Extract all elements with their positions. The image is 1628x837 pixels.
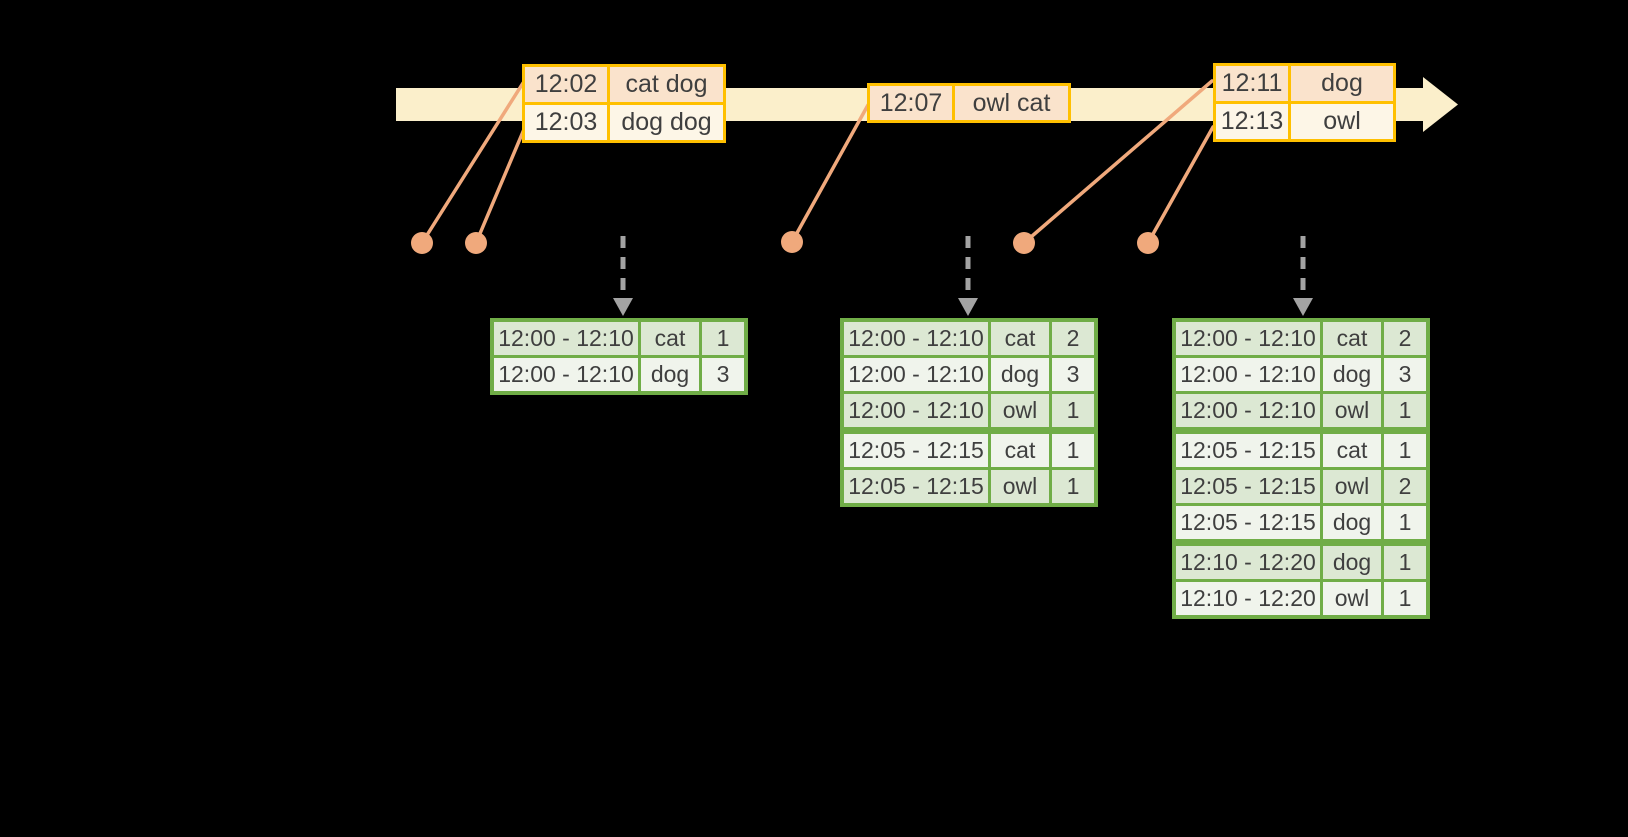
event-words-cell: owl cat <box>955 86 1068 120</box>
event-dot-icon <box>411 232 433 254</box>
window-cell: 12:00 - 12:10 <box>1176 322 1320 355</box>
word-cell: dog <box>1323 506 1381 539</box>
count-cell: 2 <box>1384 322 1426 355</box>
count-cell: 2 <box>1052 322 1094 355</box>
window-cell: 12:00 - 12:10 <box>494 322 638 355</box>
count-cell: 1 <box>1052 434 1094 467</box>
count-cell: 1 <box>1384 434 1426 467</box>
event-time-cell: 12:11 <box>1216 66 1288 101</box>
window-cell: 12:05 - 12:15 <box>844 470 988 503</box>
word-cell: cat <box>641 322 699 355</box>
word-cell: dog <box>1323 358 1381 391</box>
event-time-cell: 12:03 <box>525 105 607 140</box>
event-time-cell: 12:13 <box>1216 104 1288 139</box>
count-cell: 1 <box>1052 394 1094 427</box>
event-words-cell: dog <box>1291 66 1393 101</box>
word-cell: owl <box>1323 394 1381 427</box>
word-cell: dog <box>641 358 699 391</box>
event-words-cell: dog dog <box>610 105 723 140</box>
event-words-cell: owl <box>1291 104 1393 139</box>
word-cell: owl <box>1323 582 1381 615</box>
event-time-cell: 12:02 <box>525 67 607 102</box>
trigger-arrow-down-icon <box>1293 298 1313 316</box>
word-cell: owl <box>1323 470 1381 503</box>
event-dot-icon <box>1013 232 1035 254</box>
timeline-arrowhead-icon <box>1423 77 1458 132</box>
event-words-cell: cat dog <box>610 67 723 102</box>
word-cell: cat <box>991 322 1049 355</box>
window-cell: 12:00 - 12:10 <box>844 358 988 391</box>
word-cell: cat <box>1323 434 1381 467</box>
window-cell: 12:05 - 12:15 <box>1176 506 1320 539</box>
count-cell: 2 <box>1384 470 1426 503</box>
count-cell: 1 <box>702 322 744 355</box>
count-cell: 3 <box>702 358 744 391</box>
word-cell: dog <box>1323 546 1381 579</box>
window-cell: 12:10 - 12:20 <box>1176 546 1320 579</box>
event-connector-line <box>1022 79 1214 245</box>
window-cell: 12:00 - 12:10 <box>844 394 988 427</box>
word-cell: dog <box>991 358 1049 391</box>
count-cell: 1 <box>1384 546 1426 579</box>
word-cell: cat <box>1323 322 1381 355</box>
window-cell: 12:05 - 12:15 <box>844 434 988 467</box>
word-cell: cat <box>991 434 1049 467</box>
trigger-arrow-down-icon <box>613 298 633 316</box>
count-cell: 3 <box>1384 358 1426 391</box>
window-cell: 12:10 - 12:20 <box>1176 582 1320 615</box>
count-cell: 1 <box>1384 394 1426 427</box>
event-time-cell: 12:07 <box>870 86 952 120</box>
count-cell: 1 <box>1052 470 1094 503</box>
count-cell: 1 <box>1384 506 1426 539</box>
count-cell: 1 <box>1384 582 1426 615</box>
window-cell: 12:00 - 12:10 <box>1176 358 1320 391</box>
trigger-arrow-down-icon <box>958 298 978 316</box>
word-cell: owl <box>991 394 1049 427</box>
event-connector-line <box>420 81 525 245</box>
event-connector-line <box>1146 125 1215 245</box>
window-cell: 12:00 - 12:10 <box>494 358 638 391</box>
window-cell: 12:05 - 12:15 <box>1176 470 1320 503</box>
count-cell: 3 <box>1052 358 1094 391</box>
event-dot-icon <box>781 231 803 253</box>
event-dot-icon <box>465 232 487 254</box>
event-connector-line <box>790 103 870 244</box>
window-cell: 12:00 - 12:10 <box>844 322 988 355</box>
event-connector-line <box>474 125 527 245</box>
window-cell: 12:00 - 12:10 <box>1176 394 1320 427</box>
event-dot-icon <box>1137 232 1159 254</box>
window-cell: 12:05 - 12:15 <box>1176 434 1320 467</box>
word-cell: owl <box>991 470 1049 503</box>
